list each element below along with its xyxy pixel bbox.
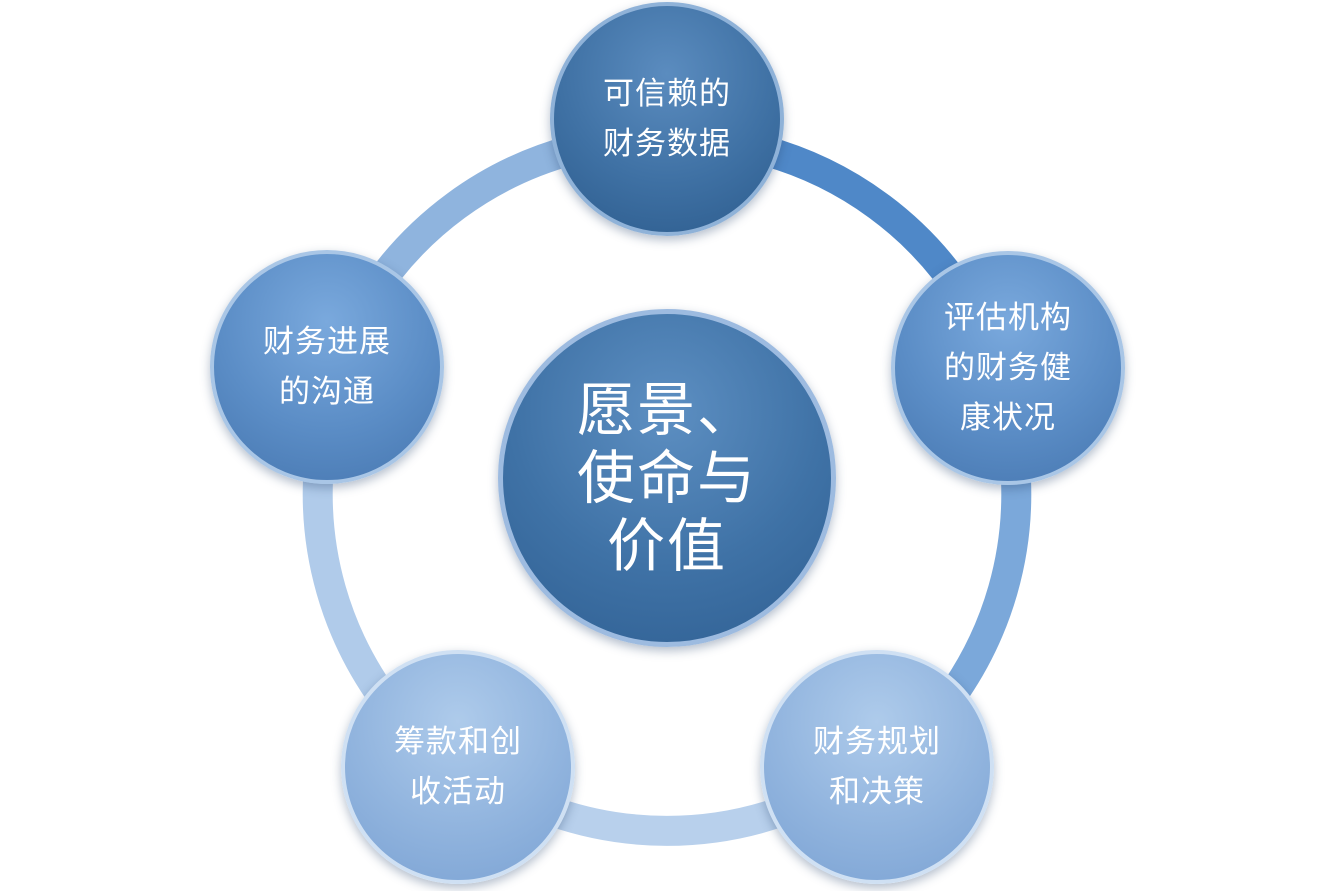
node-financial-health-assessment: 评估机构 的财务健 康状况: [891, 251, 1125, 485]
node-label: 财务进展 的沟通: [263, 324, 391, 410]
node-progress-communication: 财务进展 的沟通: [210, 250, 444, 484]
center-node-vision-mission-values: 愿景、 使命与 价值: [498, 309, 836, 647]
node-fundraising: 筹款和创 收活动: [341, 650, 575, 884]
arc-botright-to-botleft: [549, 797, 785, 846]
node-label: 评估机构 的财务健 康状况: [944, 300, 1072, 436]
arc-botleft-to-left: [302, 479, 391, 699]
center-label: 愿景、 使命与 价值: [576, 376, 757, 580]
node-label: 财务规划 和决策: [813, 724, 941, 810]
node-label: 筹款和创 收活动: [394, 724, 522, 810]
arc-right-to-botright: [943, 479, 1032, 699]
node-financial-planning: 财务规划 和决策: [760, 650, 994, 884]
node-label: 可信赖的 财务数据: [603, 76, 731, 162]
node-trusted-financial-data: 可信赖的 财务数据: [550, 2, 784, 236]
